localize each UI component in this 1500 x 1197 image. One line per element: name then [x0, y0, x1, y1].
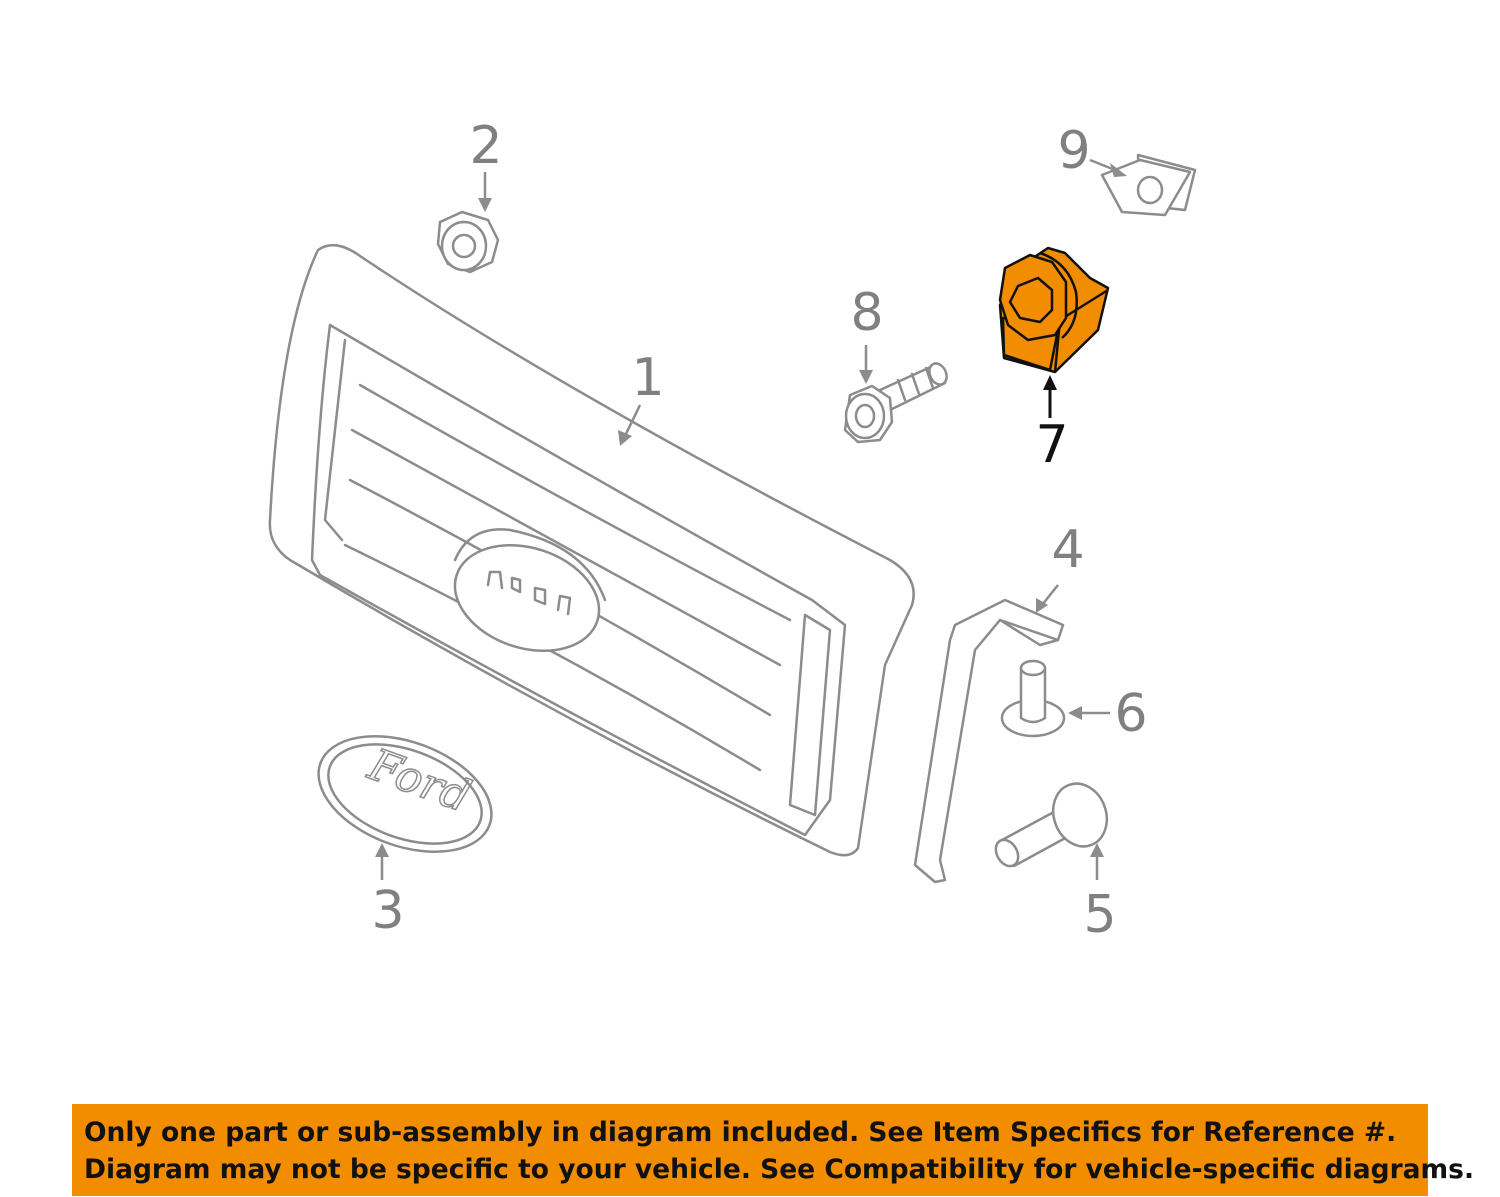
disclaimer-line-1: Only one part or sub-assembly in diagram… [84, 1117, 1397, 1148]
callout-9: 9 [1057, 121, 1090, 181]
nut-part-2 [436, 172, 500, 274]
callout-3: 3 [371, 881, 404, 941]
disclaimer-banner: Only one part or sub-assembly in diagram… [72, 1104, 1475, 1196]
callout-5: 5 [1083, 885, 1116, 945]
clip-part-9 [1089, 153, 1197, 217]
bracket-part-4 [913, 584, 1065, 884]
screw-part-8 [843, 345, 948, 444]
callout-8: 8 [850, 283, 883, 343]
callout-4: 4 [1051, 520, 1084, 580]
emblem-part-3: Ford [317, 734, 493, 880]
callout-2: 2 [469, 116, 502, 176]
bolt-part-5 [994, 782, 1109, 880]
disclaimer-line-2: Diagram may not be specific to your vehi… [84, 1154, 1475, 1185]
pin-part-6 [1000, 659, 1110, 738]
callout-6: 6 [1114, 684, 1147, 744]
callout-1: 1 [631, 348, 664, 408]
grille-part-1 [268, 243, 915, 857]
retainer-part-7-highlighted [998, 246, 1110, 418]
callout-7-highlighted: 7 [1035, 415, 1068, 475]
